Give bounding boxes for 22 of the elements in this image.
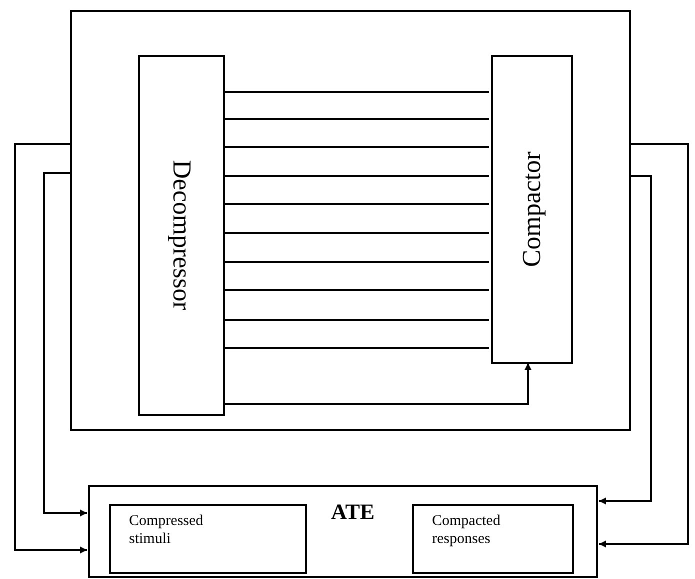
signal-line <box>223 232 489 234</box>
stimuli-block: Compressed stimuli <box>109 504 307 574</box>
arrow <box>599 175 652 504</box>
signal-line <box>223 261 489 263</box>
signal-line <box>223 203 489 205</box>
signal-line <box>223 91 489 93</box>
arrow <box>599 143 689 548</box>
signal-line <box>223 319 489 321</box>
responses-block: Compacted responses <box>412 504 574 574</box>
signal-line <box>223 118 489 120</box>
arrow <box>14 143 87 554</box>
decompressor-block: Decompressor <box>138 55 225 416</box>
compactor-block: Compactor <box>491 55 573 364</box>
block-title: ATE <box>331 499 375 525</box>
signal-line <box>223 175 489 177</box>
signal-line <box>223 146 489 148</box>
signal-line <box>223 289 489 291</box>
ate-box <box>88 485 598 578</box>
arrow <box>43 172 87 516</box>
arrow <box>223 363 532 405</box>
chip-box <box>70 10 631 431</box>
signal-line <box>223 347 489 349</box>
